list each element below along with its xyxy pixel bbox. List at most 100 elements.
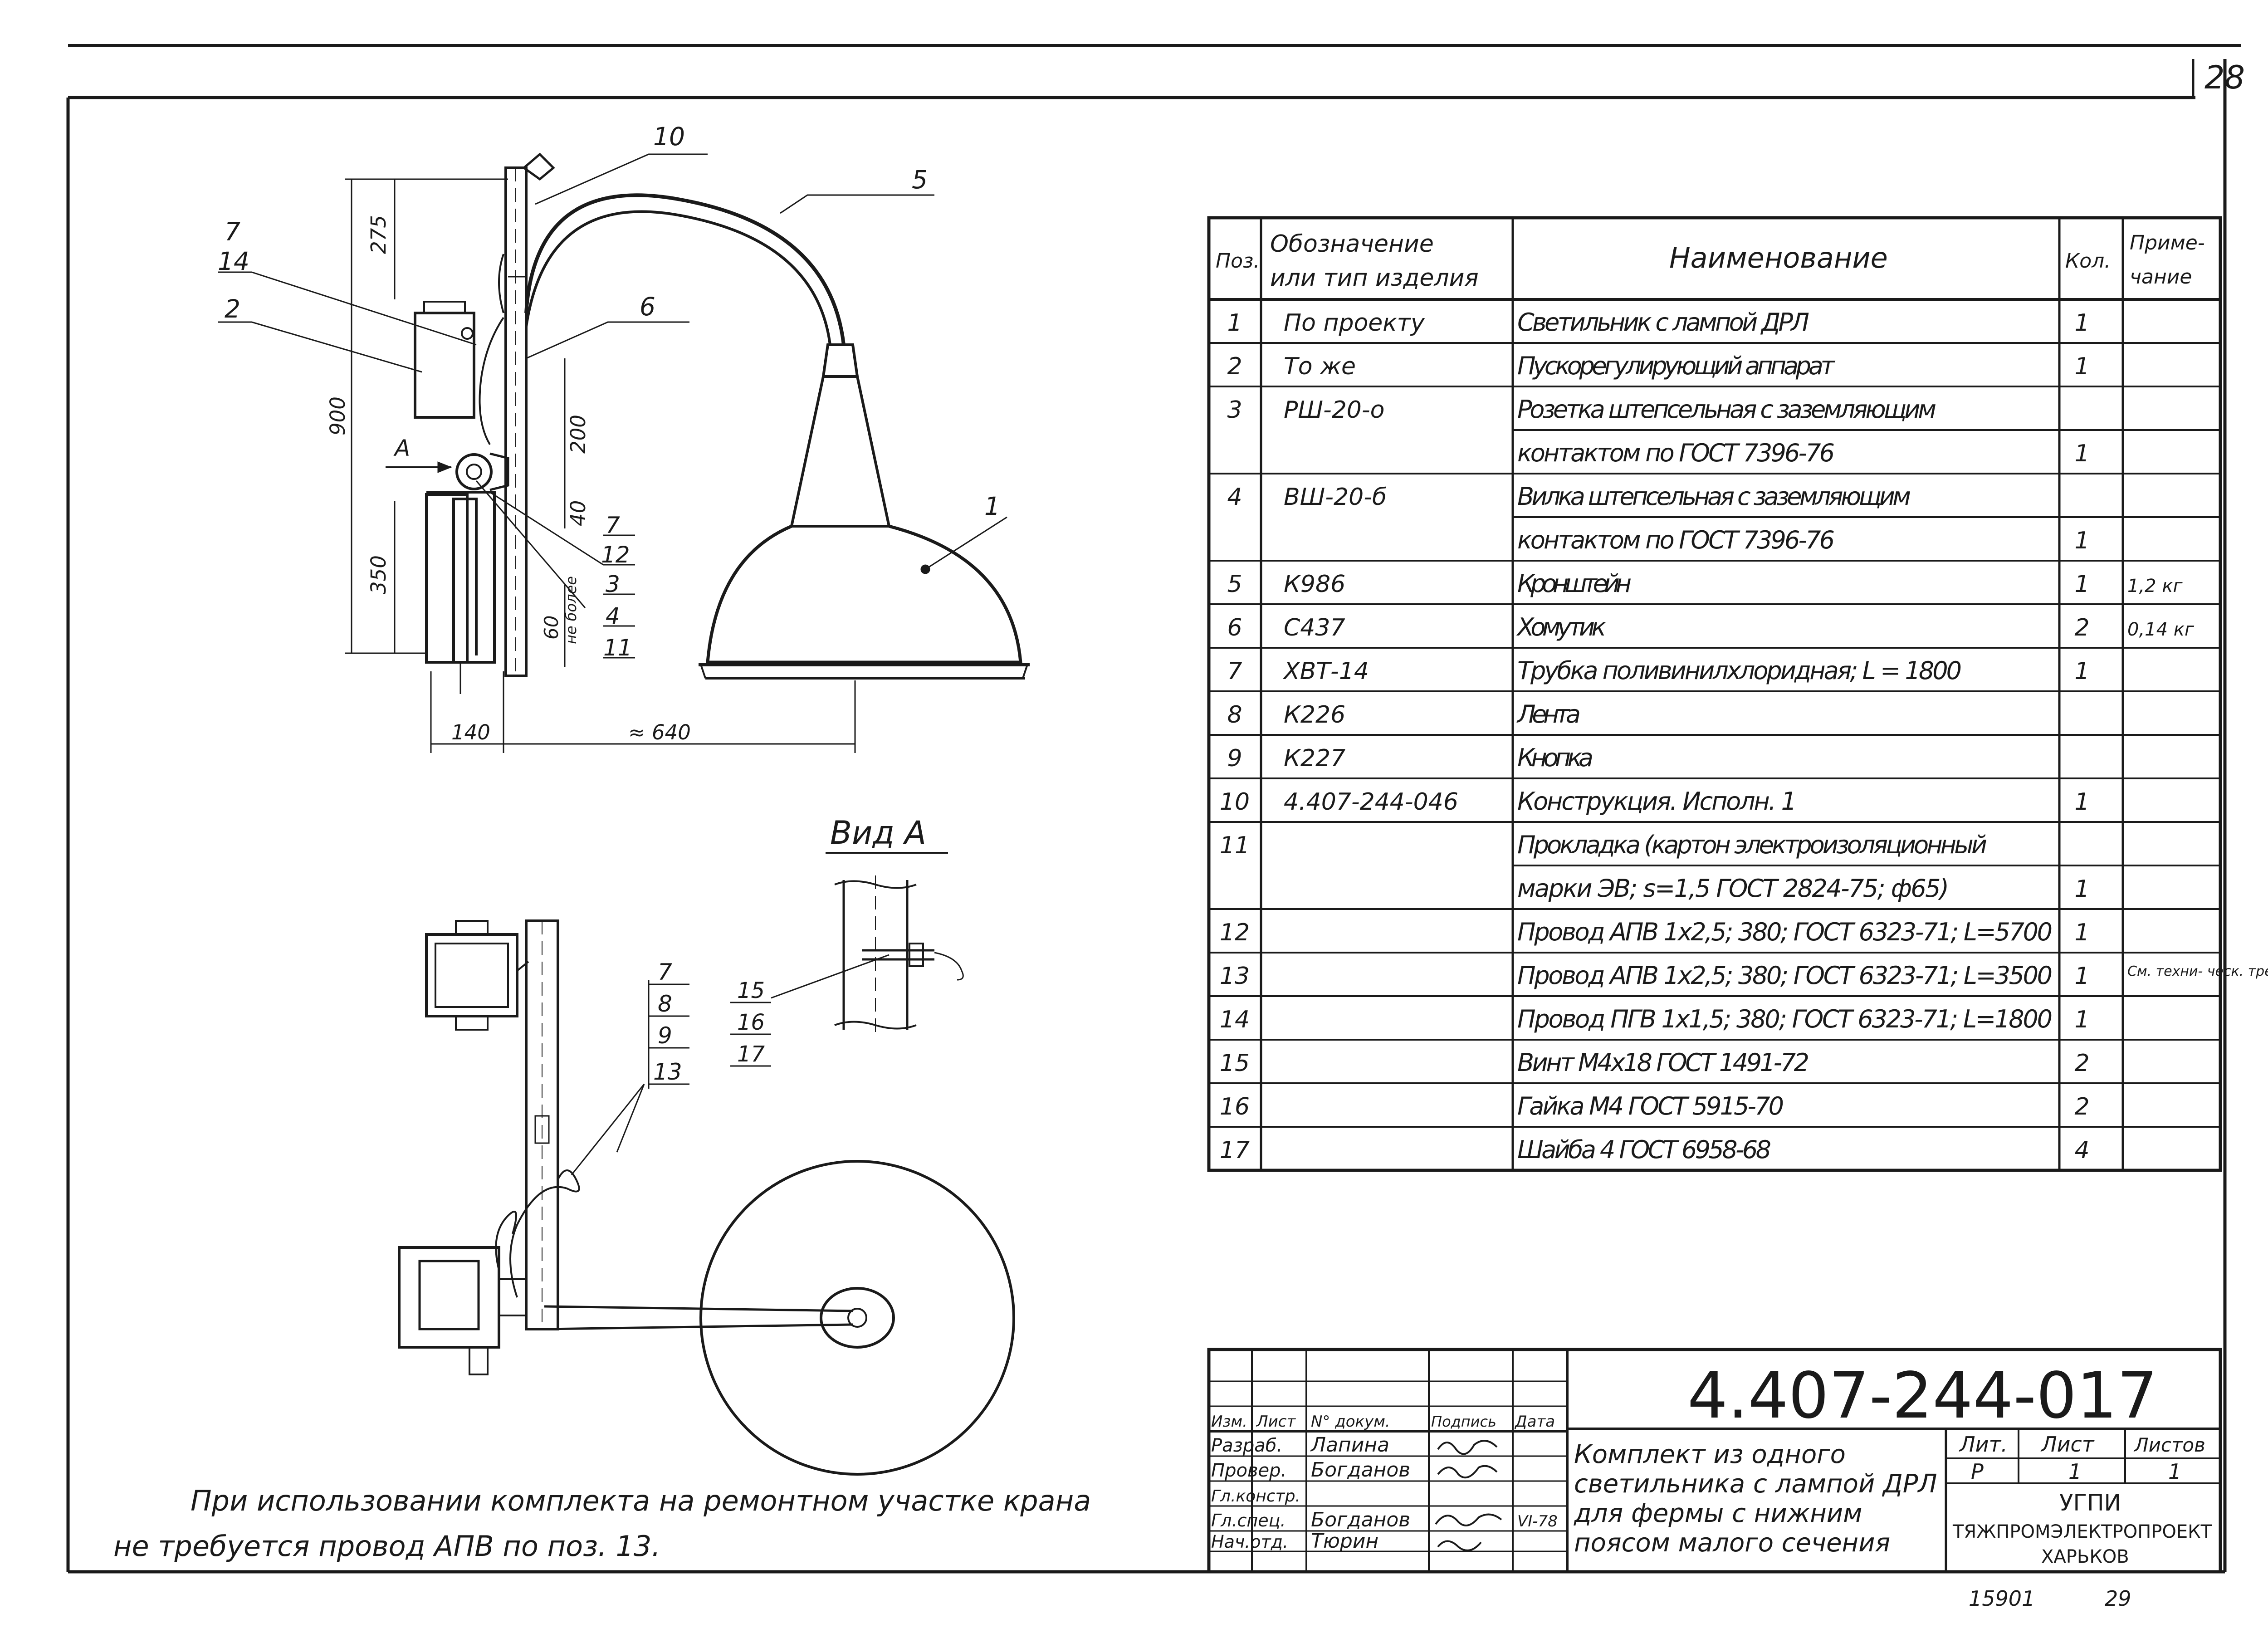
role-razrab: Разраб. — [1211, 1435, 1282, 1456]
spec-cell-name: контактом по ГОСТ 7396-76 — [1517, 439, 1835, 467]
callout-4: 4 — [606, 603, 620, 629]
dim-60-note: не более — [562, 576, 580, 644]
dim-60: 60 — [540, 616, 562, 640]
spec-cell-pos: 14 — [1220, 1006, 1250, 1033]
callout-6: 6 — [640, 292, 655, 321]
header-name: Наименование — [1669, 241, 1888, 274]
inventory-number: 15901 — [1969, 1586, 2035, 1611]
sheets-value: 1 — [2168, 1459, 2181, 1484]
role-glkonstr: Гл.констр. — [1211, 1487, 1300, 1506]
header-pos: Поз. — [1216, 249, 1260, 273]
spec-cell-qty: 4 — [2074, 1137, 2089, 1164]
name-glspec: Богданов — [1311, 1508, 1410, 1531]
name-razrab: Лапина — [1310, 1433, 1389, 1457]
spec-cell-qty: 2 — [2074, 1093, 2089, 1120]
col-doc: N° докум. — [1311, 1413, 1390, 1431]
spec-cell-name: Лента — [1516, 700, 1581, 729]
spec-cell-qty: 1 — [2074, 788, 2089, 816]
dim-640: ≈ 640 — [628, 720, 691, 744]
org-line-1: УГПИ — [2059, 1490, 2121, 1516]
spec-cell-pos: 5 — [1227, 571, 1242, 598]
role-glspec: Гл.спец. — [1211, 1511, 1286, 1530]
org-line-3: ХАРЬКОВ — [2041, 1546, 2129, 1567]
signature-glspec — [1435, 1513, 1502, 1526]
org-line-2: ТЯЖПРОМЭЛЕКТРОПРОЕКТ — [1952, 1521, 2212, 1542]
section-arrow-label: А — [393, 435, 410, 461]
spec-cell-pos: 6 — [1227, 614, 1242, 641]
title-line-2: светильника с лампой ДРЛ — [1574, 1469, 1937, 1499]
dim-900: 900 — [326, 396, 350, 435]
spec-cell-qty: 2 — [2074, 614, 2089, 641]
lit-label: Лит. — [1959, 1432, 2008, 1457]
header-note-text: Приме- — [2130, 231, 2205, 254]
dim-200: 200 — [566, 415, 590, 454]
role-prover: Провер. — [1211, 1460, 1286, 1481]
sheets-label: Листов — [2133, 1434, 2205, 1456]
doc-number: 4.407-244-017 — [1687, 1359, 2157, 1433]
spec-cell-designation: РШ-20-о — [1284, 396, 1384, 424]
spec-cell-designation: К986 — [1284, 571, 1345, 598]
hdr-note-line-2: чание — [2130, 265, 2192, 288]
spec-cell-pos: 10 — [1220, 788, 1250, 816]
spec-cell-name: Провод АПВ 1х2,5; 380; ГОСТ 6323-71; L=3… — [1517, 961, 2053, 990]
spec-cell-note: 0,14 кг — [2127, 619, 2195, 640]
col-list: Лист — [1256, 1413, 1296, 1431]
callout-7-view: 7 — [658, 959, 672, 985]
spec-cell-name: контактом по ГОСТ 7396-76 — [1517, 526, 1835, 554]
signature-prover — [1437, 1465, 1498, 1479]
view-a — [398, 919, 1015, 1476]
sheet-value: 1 — [2068, 1459, 2082, 1484]
detail-view — [730, 875, 964, 1067]
dim-350: 350 — [367, 555, 391, 594]
view-a-title: Вид А — [830, 814, 926, 851]
callout-9-view: 9 — [658, 1022, 672, 1049]
callout-8-view: 8 — [658, 991, 672, 1017]
signature-razrab — [1437, 1440, 1498, 1455]
callout-15: 15 — [737, 978, 765, 1003]
spec-cell-designation: 4.407-244-046 — [1284, 788, 1458, 816]
col-sign: Подпись — [1431, 1413, 1496, 1430]
role-nachotd: Нач.отд. — [1211, 1532, 1288, 1552]
spec-cell-pos: 4 — [1227, 484, 1242, 511]
spec-cell-note: 1,2 кг — [2127, 576, 2183, 597]
sheet-number: 28 — [2204, 59, 2245, 96]
dim-275: 275 — [367, 215, 391, 254]
spec-cell-designation: По проекту — [1284, 309, 1425, 337]
col-izm: Изм. — [1211, 1413, 1247, 1431]
callout-17: 17 — [737, 1041, 765, 1067]
callout-1: 1 — [984, 492, 1000, 521]
spec-cell-qty: 1 — [2074, 963, 2089, 990]
side-view — [218, 152, 1030, 753]
callout-16: 16 — [737, 1010, 765, 1035]
col-date: Дата — [1514, 1413, 1555, 1431]
title-line-1: Комплект из одного — [1574, 1440, 1846, 1469]
spec-cell-name: Вилка штепсельная с заземляющим — [1517, 482, 1911, 511]
spec-cell-pos: 1 — [1227, 309, 1242, 337]
side-view-labels: 10 5 6 7 14 2 1 7 12 3 4 11 275 900 200 … — [218, 122, 1000, 744]
spec-cell-name: Светильник с лампой ДРЛ — [1517, 308, 1809, 337]
callout-3: 3 — [606, 571, 620, 597]
spec-cell-name: Конструкция. Исполн. 1 — [1517, 787, 1797, 816]
callout-2: 2 — [225, 294, 240, 323]
page-number: 29 — [2105, 1586, 2131, 1611]
spec-cell-name: Прокладка (картон электроизоляционный — [1517, 831, 1987, 859]
spec-cell-pos: 7 — [1227, 658, 1242, 685]
dim-140: 140 — [451, 720, 490, 744]
title-block — [1207, 1348, 2222, 1574]
sheet-frame — [66, 44, 2241, 1574]
note-line-2: не требуется провод АПВ по поз. 13. — [113, 1530, 660, 1563]
callout-11: 11 — [603, 635, 632, 661]
spec-cell-pos: 2 — [1227, 353, 1242, 380]
date-glspec: VI-78 — [1517, 1512, 1558, 1530]
spec-cell-designation: С437 — [1284, 614, 1345, 641]
spec-cell-name: Провод ПГВ 1х1,5; 380; ГОСТ 6323-71; L=1… — [1517, 1005, 2053, 1033]
name-prover: Богданов — [1311, 1458, 1410, 1482]
notes: При использовании комплекта на ремонтном… — [113, 1484, 1091, 1563]
spec-cell-name: Гайка М4 ГОСТ 5915-70 — [1517, 1092, 1784, 1120]
spec-cell-name: Кнопка — [1517, 743, 1593, 772]
title-line-3: для фермы с нижним — [1574, 1499, 1862, 1528]
detail-labels: 15 16 17 — [737, 978, 765, 1067]
callout-7-top: 7 — [225, 217, 240, 246]
spec-cell-pos: 8 — [1227, 701, 1242, 729]
spec-cell-pos: 11 — [1220, 832, 1250, 859]
